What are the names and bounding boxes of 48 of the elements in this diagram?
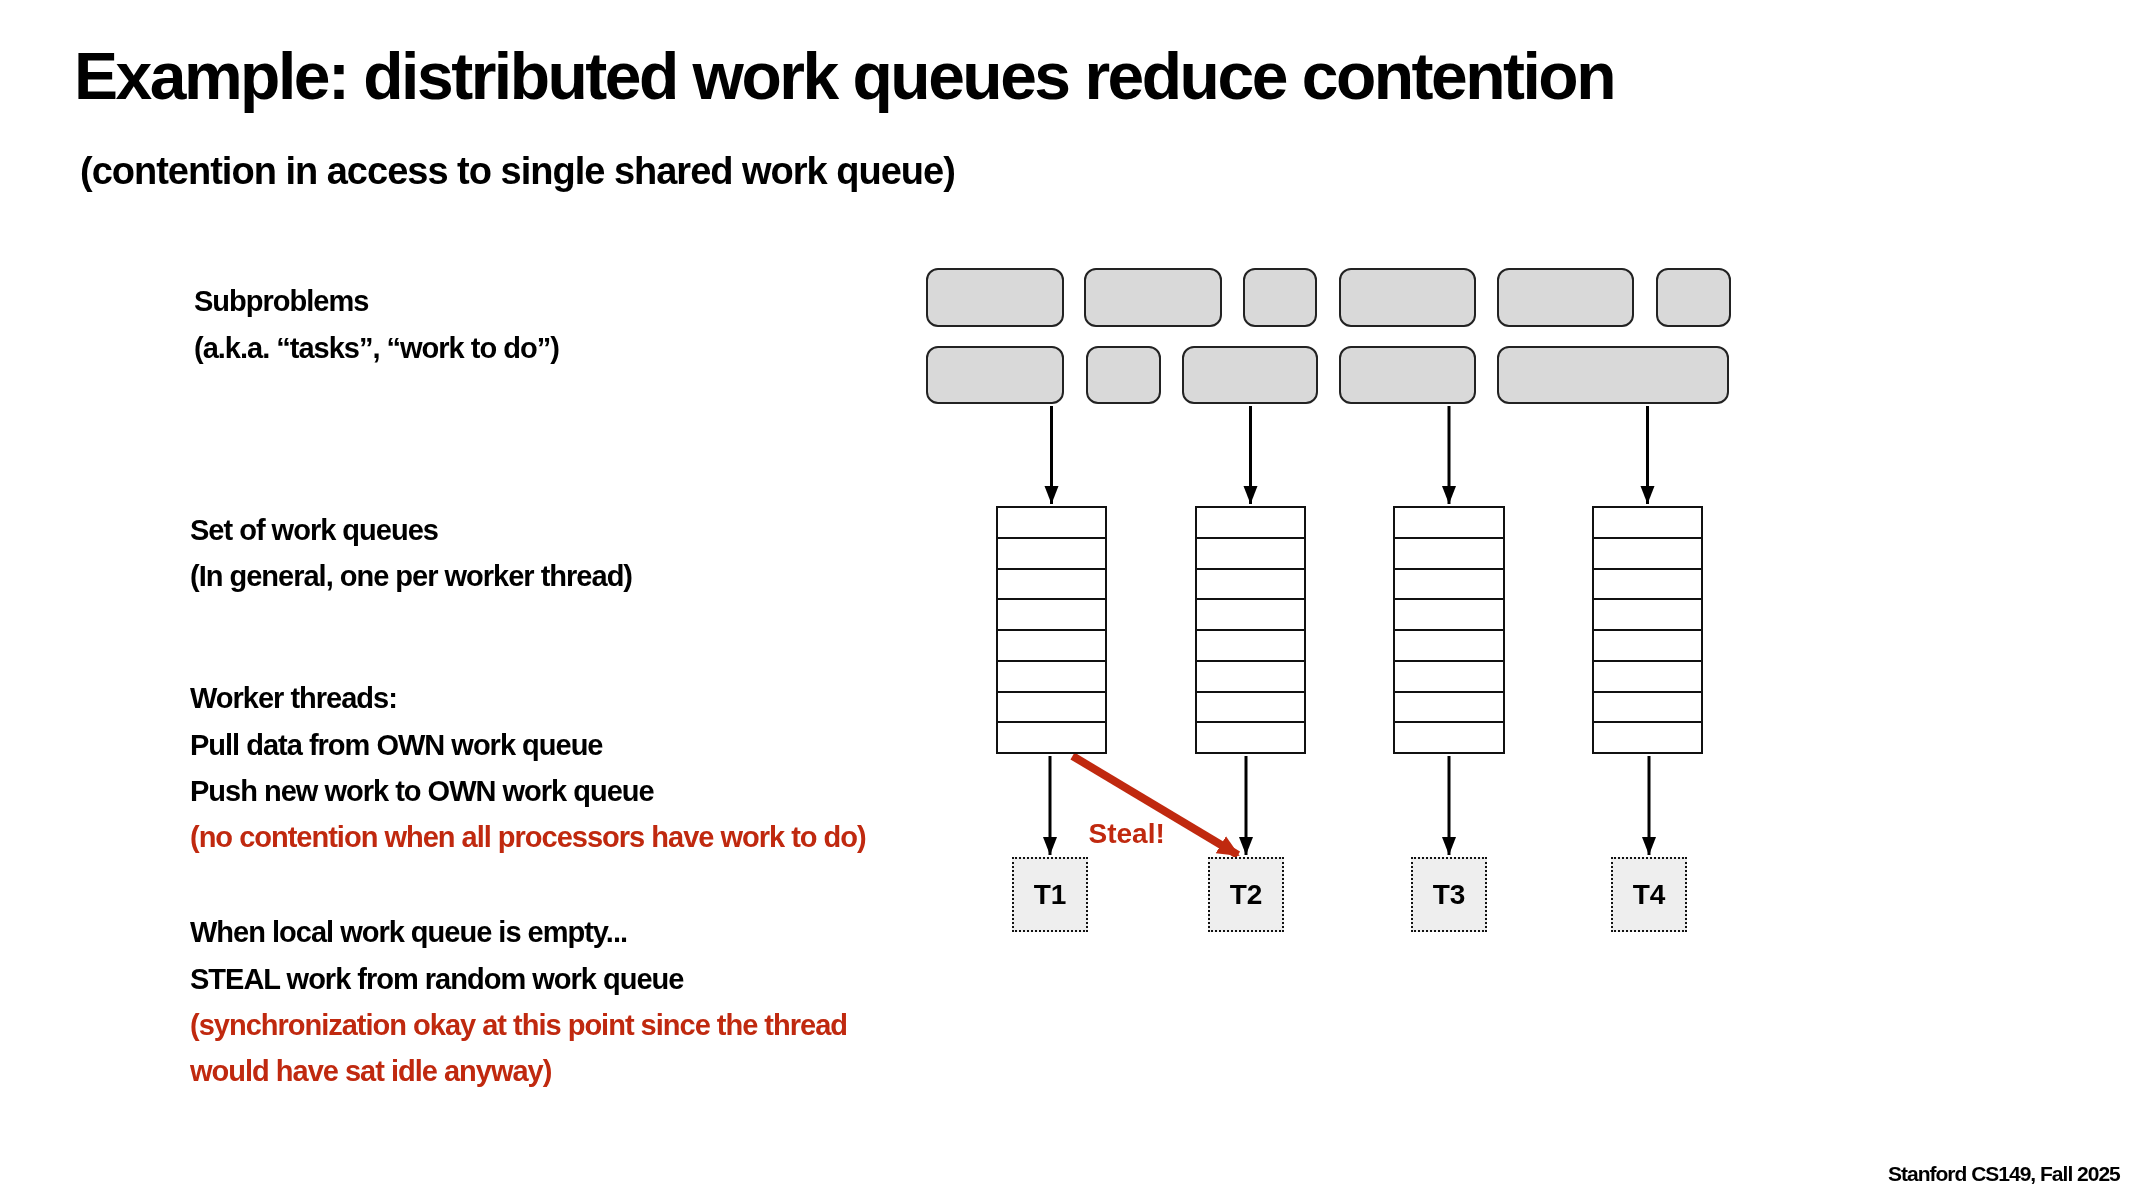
- arrow: [1239, 756, 1253, 855]
- task-box: [1497, 346, 1729, 404]
- footer-text: Stanford CS149, Fall 2025: [1888, 1162, 2120, 1186]
- task-box: [1086, 346, 1161, 404]
- slide-title: Example: distributed work queues reduce contention: [74, 38, 1614, 114]
- arrow: [1044, 406, 1059, 504]
- task-box: [1497, 268, 1634, 327]
- task-box: [1182, 346, 1318, 404]
- side-note: (no contention when all processors have work to do): [190, 821, 866, 854]
- thread-label: T3: [1432, 878, 1466, 911]
- task-box: [1243, 268, 1317, 327]
- thread-label: T2: [1229, 878, 1263, 911]
- thread-box: [1611, 857, 1687, 932]
- task-box: [1656, 268, 1731, 327]
- task-box: [926, 346, 1064, 404]
- arrow: [1640, 406, 1655, 504]
- side-note: would have sat idle anyway): [190, 1055, 552, 1088]
- work-queue: [1592, 506, 1703, 754]
- side-text: STEAL work from random work queue: [190, 963, 684, 996]
- arrow: [1243, 406, 1258, 504]
- thread-box: [1012, 857, 1088, 932]
- work-queue: [996, 506, 1107, 754]
- side-note: (synchronization okay at this point since the thread: [190, 1009, 847, 1042]
- arrow: [1043, 756, 1057, 855]
- thread-box: [1411, 857, 1487, 932]
- task-box: [1084, 268, 1222, 327]
- arrow: [1442, 756, 1456, 855]
- subtitle: (contention in access to single shared work queue): [80, 150, 955, 193]
- side-text: Subproblems: [194, 285, 369, 318]
- arrow: [1642, 756, 1656, 855]
- task-box: [1339, 268, 1476, 327]
- thread-box: [1208, 857, 1284, 932]
- side-text: (In general, one per worker thread): [190, 560, 632, 593]
- task-box: [926, 268, 1064, 327]
- side-text: When local work queue is empty...: [190, 916, 627, 949]
- task-box: [1339, 346, 1476, 404]
- edge-label: Steal!: [1088, 818, 1165, 850]
- side-text: (a.k.a. “tasks”, “work to do”): [194, 332, 559, 365]
- arrow: [1070, 752, 1241, 859]
- side-text: Set of work queues: [190, 514, 438, 547]
- thread-label: T1: [1033, 878, 1067, 911]
- side-text: Pull data from OWN work queue: [190, 729, 603, 762]
- work-queue: [1195, 506, 1306, 754]
- side-text: Push new work to OWN work queue: [190, 775, 654, 808]
- thread-label: T4: [1632, 878, 1666, 911]
- arrow: [1442, 406, 1456, 504]
- side-text: Worker threads:: [190, 682, 397, 715]
- work-queue: [1393, 506, 1505, 754]
